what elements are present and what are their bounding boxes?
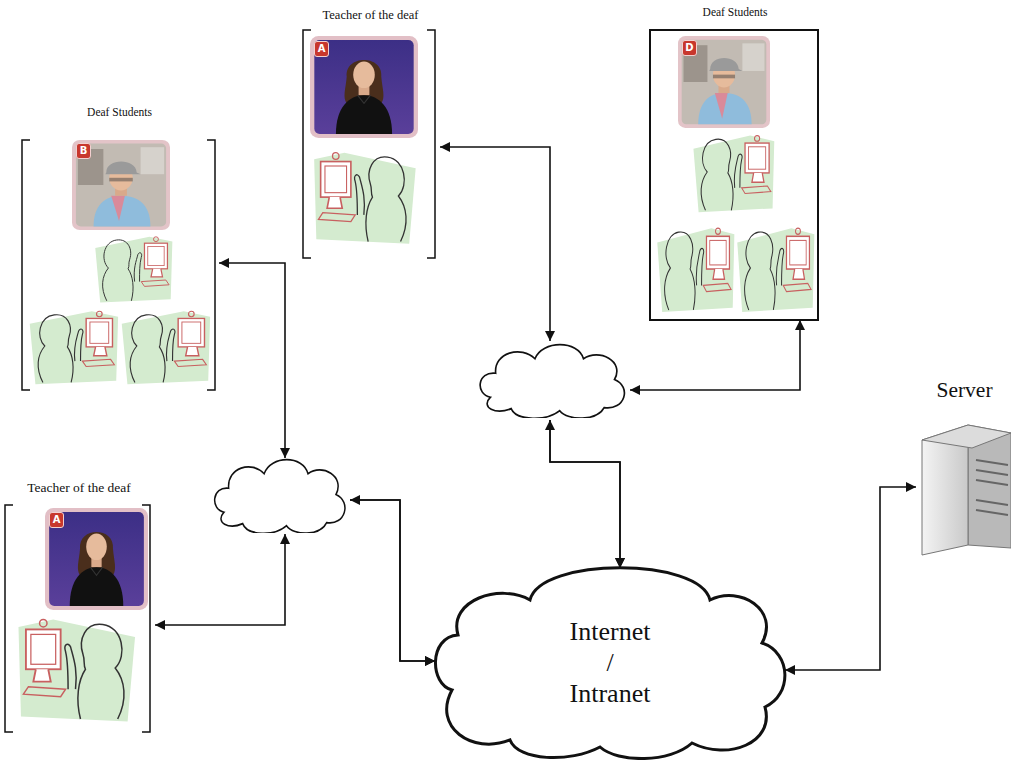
network-link bbox=[440, 147, 620, 568]
user-at-computer bbox=[657, 228, 734, 312]
user-at-computer bbox=[95, 237, 172, 303]
callout-letter: A bbox=[49, 512, 64, 528]
callout-letter: D bbox=[682, 40, 697, 56]
bracket bbox=[5, 505, 150, 732]
user-at-computer bbox=[122, 311, 210, 384]
network-link bbox=[550, 320, 800, 568]
teacher-station: Teacher of the deaf bbox=[3, 480, 155, 734]
cloud-label: Internet / Intranet bbox=[570, 616, 651, 710]
network-cloud bbox=[480, 345, 624, 419]
bracket bbox=[22, 140, 215, 390]
student-photo bbox=[678, 36, 770, 128]
student-group: Deaf Students bbox=[20, 106, 219, 392]
user-at-computer bbox=[314, 153, 416, 244]
callout-letter: A bbox=[314, 41, 329, 57]
bracket bbox=[303, 30, 435, 258]
student-photo bbox=[72, 140, 170, 230]
heading: Teacher of the deaf bbox=[3, 480, 155, 496]
user-at-computer bbox=[30, 311, 118, 384]
heading: Teacher of the deaf bbox=[301, 8, 440, 22]
teacher-photo bbox=[310, 36, 418, 138]
heading: Deaf Students bbox=[648, 6, 822, 19]
network-cloud bbox=[215, 460, 345, 534]
arrowhead bbox=[280, 331, 640, 544]
user-at-computer bbox=[18, 619, 135, 721]
heading: Deaf Students bbox=[20, 106, 219, 119]
user-at-computer bbox=[693, 136, 774, 213]
internet-cloud: Internet / Intranet bbox=[430, 565, 790, 760]
heading: Server bbox=[916, 378, 1011, 403]
frame bbox=[650, 30, 818, 320]
user-at-computer bbox=[737, 228, 814, 312]
server: Server bbox=[916, 378, 1011, 554]
network-link bbox=[785, 487, 916, 670]
callout-letter: B bbox=[76, 143, 91, 159]
network-link bbox=[155, 500, 435, 661]
teacher-photo bbox=[45, 508, 148, 610]
student-group: Deaf Students bbox=[648, 6, 822, 320]
server-icon bbox=[922, 425, 1011, 555]
network-link bbox=[219, 263, 435, 661]
